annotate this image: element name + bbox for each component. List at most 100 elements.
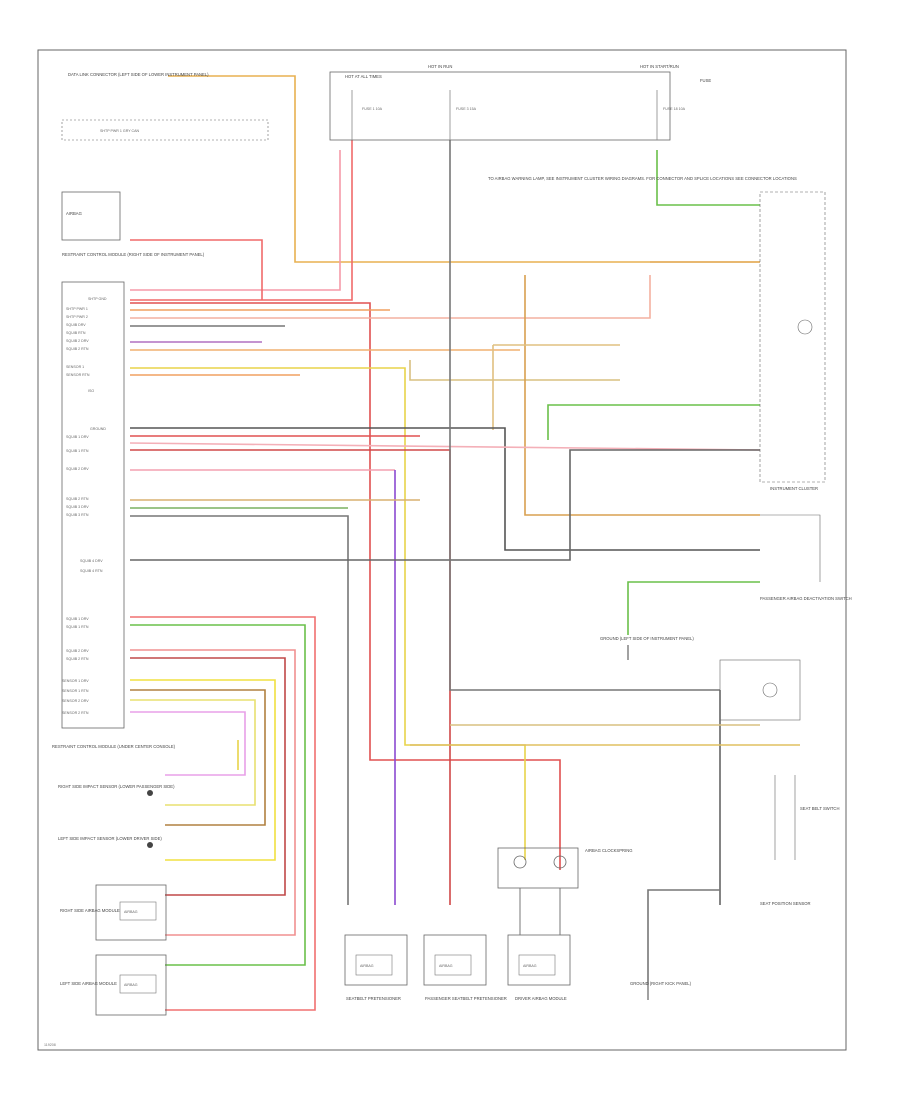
wire-pink-l8 <box>130 711 246 776</box>
wire-dark-m10 <box>130 449 760 561</box>
pin-u-6: SQUIB 2 RTN <box>66 347 89 351</box>
wire-yellow-u7 <box>130 367 526 860</box>
wire-orange-dlc <box>168 75 650 263</box>
pin-labels-mid: GROUND SQUIB 1 DRV SQUIB 1 RTN SQUIB 2 D… <box>66 427 106 573</box>
driver-airbag-inner: AIRBAG <box>523 964 537 968</box>
wire-dark-lower-right <box>647 889 720 985</box>
right-side-airbag-module: RIGHT SIDE AIRBAG MODULE AIRBAG <box>60 884 167 941</box>
wire-red-l4 <box>130 657 286 896</box>
top-right-note: FUSE <box>700 78 711 83</box>
pin-m-2: SQUIB 1 RTN <box>66 449 89 453</box>
rcm-label: AIRBAG <box>66 211 82 216</box>
ground-right-label: GROUND (RIGHT KICK PANEL) <box>630 981 692 986</box>
pin-u-8: SENSOR RTN <box>66 373 90 377</box>
fuse-label-2: HOT IN RUN <box>428 64 452 69</box>
fuse-sub-3: FUSE 18 10A <box>663 107 686 111</box>
wire-green-mid <box>547 404 760 440</box>
left-side-airbag-module: LEFT SIDE AIRBAG MODULE AIRBAG <box>60 954 167 1016</box>
wire-green-l2 <box>130 624 306 966</box>
pin-u-0: SHTP GND <box>88 297 107 301</box>
pin-u-4: SQUIB RTN <box>66 331 86 335</box>
dlc-label: DATA LINK CONNECTOR (LEFT SIDE OF LOWER … <box>68 72 209 77</box>
wire-pink-l3 <box>130 649 296 936</box>
wire-yellow-l7 <box>130 699 256 806</box>
rear-module-label: RESTRAINT CONTROL MODULE (UNDER CENTER C… <box>52 744 176 749</box>
pin-l-5: SENSOR 1 RTN <box>62 689 89 693</box>
pin-m-1: SQUIB 1 DRV <box>66 435 89 439</box>
pin-u-1: SHTP PWR 1 <box>66 307 88 311</box>
right-squib-label: RIGHT SIDE AIRBAG MODULE <box>60 908 120 913</box>
right-squib-inner: AIRBAG <box>124 910 138 914</box>
driver-pretensioner: AIRBAG SEATBELT PRETENSIONER <box>344 934 408 1001</box>
pcm-label: RESTRAINT CONTROL MODULE (RIGHT SIDE OF … <box>62 252 205 257</box>
pin-l-6: SENSOR 2 DRV <box>62 699 89 703</box>
wire-brown-l6 <box>130 689 266 826</box>
wire-tan-right <box>524 275 760 516</box>
right-side-impact-sensor: RIGHT SIDE IMPACT SENSOR (LOWER PASSENGE… <box>58 784 175 796</box>
wire-light-tan <box>492 344 620 430</box>
fuse-label-3: HOT IN START/RUN <box>640 64 679 69</box>
pin-m-6: SQUIB 3 RTN <box>66 513 89 517</box>
pass-pret-inner: AIRBAG <box>439 964 453 968</box>
seat-sensor-label: SEAT POSITION SENSOR <box>760 901 811 906</box>
wire-red-m4 <box>130 449 451 905</box>
pin-l-2: SQUIB 2 DRV <box>66 649 89 653</box>
wire-pink-u3 <box>130 275 651 319</box>
left-side-impact-sensor: LEFT SIDE IMPACT SENSOR (LOWER DRIVER SI… <box>58 836 162 848</box>
center-note: TO AIRBAG WARNING LAMP, SEE INSTRUMENT C… <box>488 176 797 181</box>
passenger-airbag-switch: PASSENGER AIRBAG DEACTIVATION SWITCH <box>719 514 852 721</box>
wire-red-fuse1 <box>130 140 353 301</box>
left-sensor-label: LEFT SIDE IMPACT SENSOR (LOWER DRIVER SI… <box>58 836 162 841</box>
pass-switch-label: PASSENGER AIRBAG DEACTIVATION SWITCH <box>760 596 852 601</box>
passenger-pretensioner: AIRBAG PASSENGER SEATBELT PRETENSIONER <box>423 934 507 1001</box>
wire-red-module <box>130 239 263 300</box>
pin-u-3: SQUIB DRV <box>66 323 86 327</box>
ground-right: GROUND (RIGHT KICK PANEL) <box>630 981 692 1000</box>
cluster-label: INSTRUMENT CLUSTER <box>770 486 818 491</box>
pin-m-3: SQUIB 2 DRV <box>66 467 89 471</box>
data-link-connector: DATA LINK CONNECTOR (LEFT SIDE OF LOWER … <box>61 72 269 141</box>
fuse-block: HOT AT ALL TIMES HOT IN RUN HOT IN START… <box>329 64 686 141</box>
wire-red-u1 <box>130 302 561 870</box>
pin-l-4: SENSOR 1 DRV <box>62 679 89 683</box>
pin-l-0: SQUIB 1 DRV <box>66 617 89 621</box>
driver-airbag-module: AIRBAG CLOCKSPRING AIRBAG DRIVER AIRBAG … <box>497 847 632 1001</box>
pin-m-0: GROUND <box>90 427 106 431</box>
pin-m-7: SQUIB 4 DRV <box>80 559 103 563</box>
ground-left-label: GROUND (LEFT SIDE OF INSTRUMENT PANEL) <box>600 636 694 641</box>
fuse-sub-1: FUSE 1 10A <box>362 107 383 111</box>
fuse-label-1: HOT AT ALL TIMES <box>345 74 382 79</box>
diagram-frame <box>37 49 847 1051</box>
pin-m-5: SQUIB 3 DRV <box>66 505 89 509</box>
seat-belt-label: SEAT BELT SWITCH <box>800 806 839 811</box>
driver-pret-label: SEATBELT PRETENSIONER <box>346 996 401 1001</box>
right-sensor-label: RIGHT SIDE IMPACT SENSOR (LOWER PASSENGE… <box>58 784 175 789</box>
restraint-control-module: AIRBAG RESTRAINT CONTROL MODULE (RIGHT S… <box>61 191 205 729</box>
pin-m-8: SQUIB 4 RTN <box>80 569 103 573</box>
wire-pink-fuse1 <box>130 150 341 291</box>
wire-pink-m3 <box>129 442 761 451</box>
seat-belt-switch: SEAT BELT SWITCH SEAT POSITION SENSOR <box>760 775 839 906</box>
wire-green-top <box>656 150 760 206</box>
fuse-sub-2: FUSE 3 15A <box>456 107 477 111</box>
pin-l-7: SENSOR 2 RTN <box>62 711 89 715</box>
pin-labels-lower: SQUIB 1 DRV SQUIB 1 RTN SQUIB 2 DRV SQUI… <box>62 617 89 715</box>
pass-pret-label: PASSENGER SEATBELT PRETENSIONER <box>425 996 507 1001</box>
left-squib-label: LEFT SIDE AIRBAG MODULE <box>60 981 117 986</box>
wire-dark-m1 <box>130 427 760 551</box>
pin-labels-upper: SHTP GND SHTP PWR 1 SHTP PWR 2 SQUIB DRV… <box>66 297 107 393</box>
driver-pret-inner: AIRBAG <box>360 964 374 968</box>
wires <box>129 75 800 1011</box>
ground-left: GROUND (LEFT SIDE OF INSTRUMENT PANEL) <box>600 636 694 660</box>
wire-red-l1 <box>130 616 316 1011</box>
wire-dark-m9 <box>130 515 349 905</box>
pin-u-5: SQUIB 2 DRV <box>66 339 89 343</box>
pin-u-7: SENSOR 1 <box>66 365 84 369</box>
left-squib-inner: AIRBAG <box>124 983 138 987</box>
driver-airbag-label: DRIVER AIRBAG MODULE <box>515 996 567 1001</box>
pin-u-9: ISO <box>88 389 94 393</box>
diagram-code: 119208 <box>44 1043 56 1047</box>
svg-text:SHTP PWR 1 GRY CAN: SHTP PWR 1 GRY CAN <box>100 129 140 133</box>
instrument-cluster: INSTRUMENT CLUSTER <box>759 191 826 491</box>
